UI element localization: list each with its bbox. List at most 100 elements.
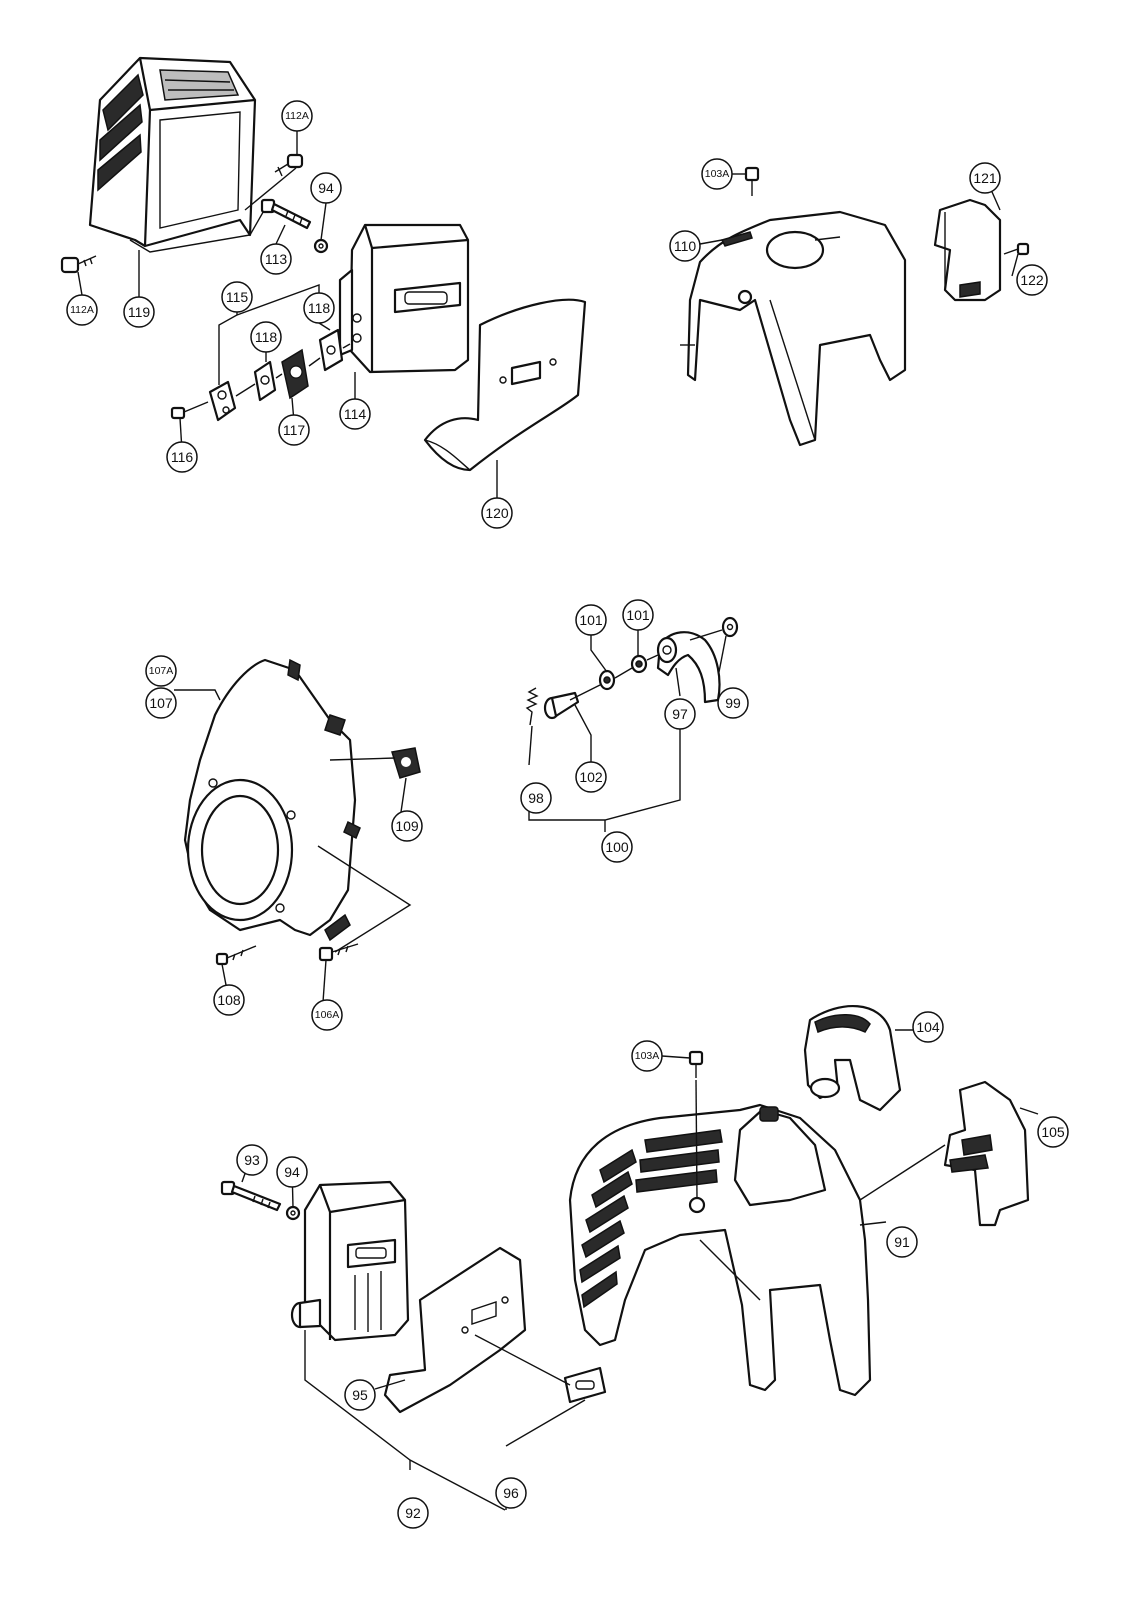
callout-115: 115 [221,281,253,313]
screw-116 [170,401,209,420]
callout-94-bottom: 94 [276,1156,308,1188]
callout-label: 119 [128,304,151,320]
insulator-117 [281,348,309,400]
callout-108: 108 [213,984,245,1016]
callout-101-left: 101 [575,604,607,636]
callout-label: 121 [973,170,997,186]
callout-label: 113 [265,251,288,267]
callout-122: 122 [1016,264,1048,296]
callout-label: 98 [528,790,544,806]
callout-label: 94 [284,1164,300,1180]
callout-label: 101 [579,612,603,628]
callout-107A: 107A [145,655,177,687]
washer-101a [598,669,616,691]
gasket-96 [563,1366,607,1404]
callout-label: 107A [149,665,174,677]
bolt-93 [220,1180,282,1212]
callout-label: 117 [283,422,306,438]
screw-103a-bottom [688,1050,704,1078]
callout-label: 105 [1041,1124,1065,1140]
callout-label: 120 [485,505,509,521]
bolt-113 [260,198,312,230]
screw-103a-top [744,166,760,196]
callout-98: 98 [520,782,552,814]
callout-label: 118 [308,300,331,316]
callout-label: 106A [315,1009,340,1021]
callout-label: 103A [705,168,730,180]
callout-93: 93 [236,1144,268,1176]
callout-92: 92 [397,1497,429,1529]
gasket-118a [253,360,277,402]
callout-106A: 106A [311,999,343,1031]
callout-label: 93 [244,1152,260,1168]
callout-label: 95 [352,1387,368,1403]
callout-107: 107 [145,687,177,719]
callout-112A-bottom: 112A [66,294,98,326]
cover-121 [933,198,1002,302]
screw-108 [215,945,257,966]
callout-112A-top: 112A [281,100,313,132]
gasket-plate-116 [208,380,237,422]
callout-label: 107 [149,695,173,711]
callout-114: 114 [339,398,371,430]
callout-102: 102 [575,761,607,793]
callout-label: 112A [285,110,309,122]
callout-95: 95 [344,1379,376,1411]
callout-116: 116 [166,441,198,473]
callout-label: 96 [503,1485,519,1501]
callout-label: 110 [674,238,697,254]
washer-101b [630,654,648,674]
washer-94-top [313,238,329,254]
muffler-114 [338,223,470,374]
engine-cover-91 [568,1103,872,1397]
callout-label: 100 [605,839,629,855]
cover-105 [943,1080,1030,1227]
grommet-109 [391,747,421,779]
callout-label: 91 [894,1234,910,1250]
callout-label: 122 [1020,272,1044,288]
callout-label: 102 [579,769,603,785]
callout-118-left: 118 [250,321,282,353]
gasket-118b [318,328,344,372]
heat-shield-120 [423,298,587,472]
callout-105: 105 [1037,1116,1069,1148]
callout-104: 104 [912,1011,944,1043]
callout-99: 99 [717,687,749,719]
callout-label: 103A [635,1050,660,1062]
callout-label: 112A [70,304,94,316]
washer-99 [721,616,739,638]
callout-91: 91 [886,1226,918,1258]
screw-106a [318,943,359,962]
callout-109: 109 [391,810,423,842]
callout-97: 97 [664,698,696,730]
screw-112a-top [274,153,304,177]
fan-cover-110 [680,210,907,447]
callout-label: 118 [255,329,278,345]
engine-cover-housing [88,56,271,253]
callout-121: 121 [969,162,1001,194]
callout-96: 96 [495,1477,527,1509]
callout-100: 100 [601,831,633,863]
screw-122 [1003,242,1030,256]
callout-label: 104 [916,1019,940,1035]
callout-label: 109 [395,818,419,834]
callout-label: 116 [171,449,194,465]
muffler-92 [290,1180,410,1342]
spring-98 [525,687,539,726]
pin-102 [543,691,580,720]
callout-label: 97 [672,706,688,722]
heat-shield-95 [383,1246,527,1414]
callout-label: 99 [725,695,741,711]
callout-103A-top: 103A [701,158,733,190]
callout-label: 92 [405,1505,421,1521]
callout-label: 101 [626,607,650,623]
callout-120: 120 [481,497,513,529]
screw-112a-bottom [60,255,97,274]
callout-118-right: 118 [303,292,335,324]
callout-101-right: 101 [622,599,654,631]
callout-103A-bottom: 103A [631,1040,663,1072]
callout-113: 113 [260,243,292,275]
callout-110: 110 [669,230,701,262]
pawl-97 [656,631,721,704]
